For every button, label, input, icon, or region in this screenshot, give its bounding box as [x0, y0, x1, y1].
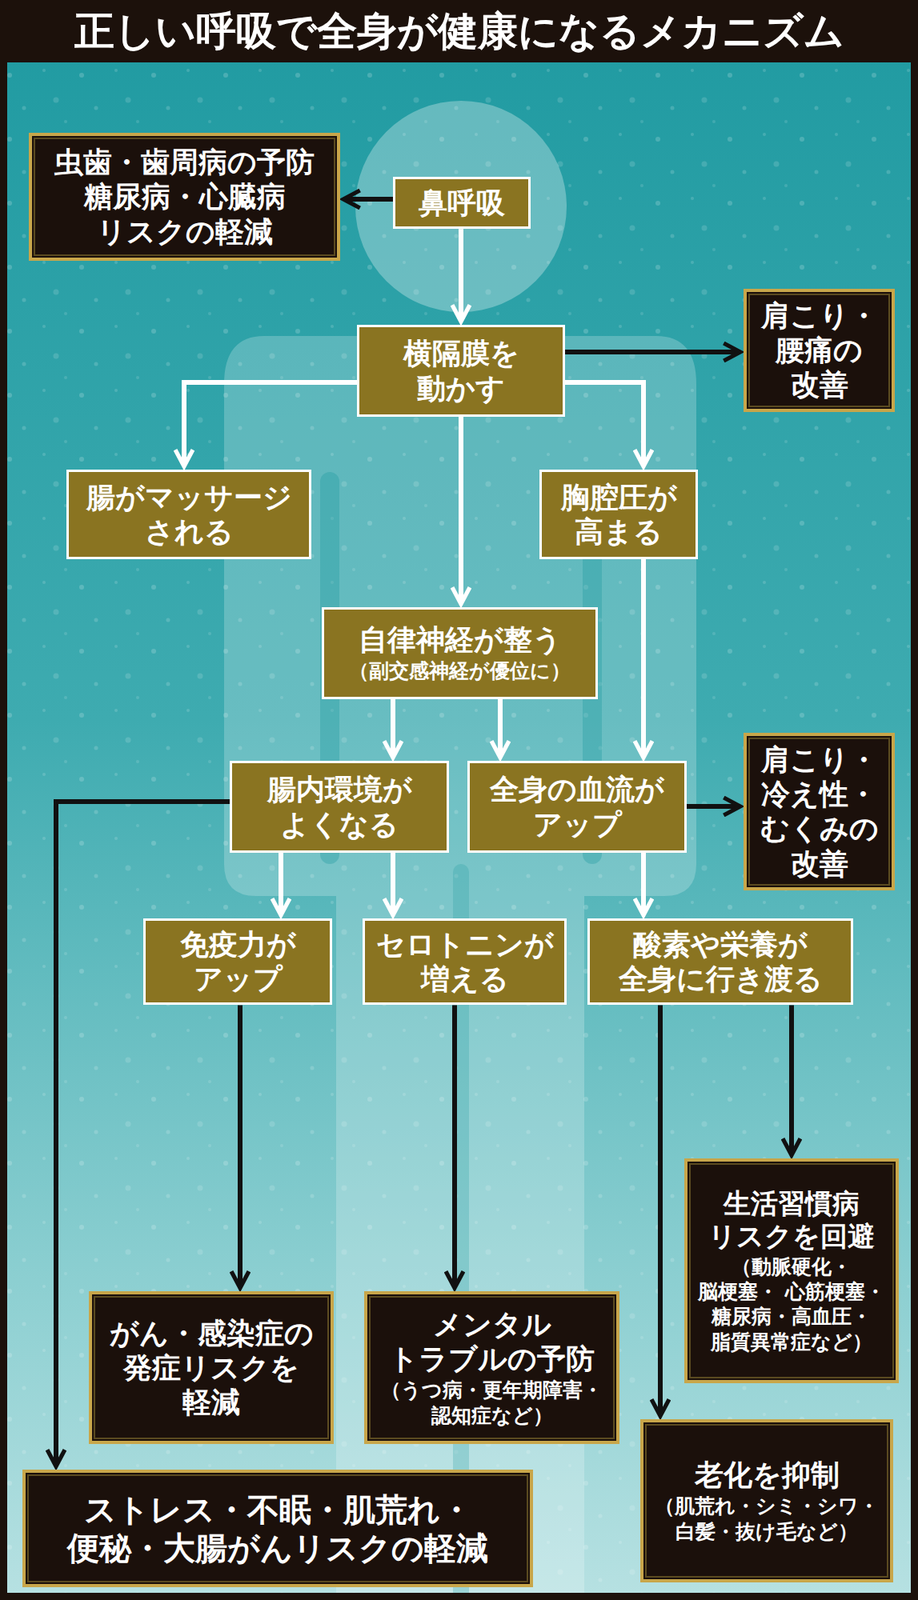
effect-arrow	[343, 196, 393, 202]
box-label: 生活習慣病 リスクを回避	[695, 1187, 888, 1254]
box-label: セロトニンが 増える	[372, 927, 557, 997]
process-box: 免疫力が アップ	[143, 918, 333, 1006]
effect-arrow	[789, 1005, 794, 1156]
effect-arrow	[686, 804, 741, 810]
process-box: 腸内環境が よくなる	[229, 761, 449, 854]
flow-arrow	[390, 699, 396, 758]
box-label: 鼻呼吸	[418, 185, 506, 221]
flow-arrow	[641, 559, 646, 758]
box-note: （動脈硬化・ 脳梗塞・ 心筋梗塞・ 糖尿病・高血圧・ 脂質異常症など）	[695, 1254, 888, 1355]
process-box: 自律神経が整う（副交感神経が優位に）	[321, 607, 598, 700]
process-box: 腸がマッサージ される	[66, 469, 312, 560]
box-label: メンタル トラブルの予防	[375, 1307, 609, 1377]
flow-arrow	[565, 382, 644, 467]
box-label: 腸内環境が よくなる	[240, 772, 439, 842]
box-label: 老化を抑制	[694, 1458, 840, 1493]
box-label: 肩こり・ 冷え性・ むくみの 改善	[754, 742, 884, 882]
process-box: セロトニンが 増える	[362, 918, 567, 1006]
box-label: 全身の血流が アップ	[477, 772, 677, 842]
box-note: （副交感神経が優位に）	[348, 658, 571, 684]
result-box: 生活習慣病 リスクを回避（動脈硬化・ 脳梗塞・ 心筋梗塞・ 糖尿病・高血圧・ 脂…	[684, 1158, 899, 1384]
result-box: メンタル トラブルの予防（うつ病・更年期障害・ 認知症など）	[364, 1291, 620, 1445]
process-box: 全身の血流が アップ	[467, 761, 687, 854]
effect-arrow	[657, 1005, 663, 1417]
box-label: 横隔膜を 動かす	[367, 336, 555, 405]
flow-arrow	[278, 853, 284, 916]
flow-arrow	[458, 228, 464, 322]
box-label: 自律神経が整う	[358, 622, 562, 658]
title-band: 正しい呼吸で全身が健康になるメカニズム	[0, 0, 918, 63]
effect-arrow	[565, 349, 741, 355]
box-note: （うつ病・更年期障害・ 認知症など）	[375, 1378, 609, 1429]
process-box: 鼻呼吸	[392, 176, 531, 229]
result-box: 虫歯・歯周病の予防 糖尿病・心臓病 リスクの軽減	[28, 132, 341, 261]
flow-arrow	[390, 853, 396, 916]
box-label: 酸素や栄養が 全身に行き渡る	[597, 927, 843, 997]
effect-arrow	[452, 1005, 457, 1289]
process-box: 横隔膜を 動かす	[356, 324, 566, 417]
effect-arrow	[237, 1005, 243, 1289]
process-box: 酸素や栄養が 全身に行き渡る	[587, 918, 854, 1006]
flow-arrow	[497, 699, 503, 758]
box-note: （肌荒れ・シミ・シワ・ 白髪・抜け毛など）	[651, 1494, 882, 1545]
result-box: 肩こり・ 腰痛の 改善	[743, 288, 895, 413]
box-label: 胸腔圧が 高まる	[549, 480, 688, 550]
box-label: 虫歯・歯周病の予防 糖尿病・心臓病 リスクの軽減	[40, 144, 329, 249]
result-box: がん・感染症の 発症リスクを 軽減	[88, 1291, 334, 1445]
diagram-title: 正しい呼吸で全身が健康になるメカニズム	[74, 9, 845, 54]
box-label: ストレス・不眠・肌荒れ・ 便秘・大腸がんリスクの軽減	[33, 1491, 522, 1568]
flow-arrow	[184, 382, 357, 467]
box-label: 肩こり・ 腰痛の 改善	[754, 298, 884, 403]
box-label: がん・感染症の 発症リスクを 軽減	[100, 1316, 323, 1421]
flow-arrow	[641, 853, 646, 916]
process-box: 胸腔圧が 高まる	[539, 469, 698, 560]
box-label: 免疫力が アップ	[153, 927, 322, 997]
result-box: 老化を抑制（肌荒れ・シミ・シワ・ 白髪・抜け毛など）	[640, 1419, 894, 1584]
result-box: ストレス・不眠・肌荒れ・ 便秘・大腸がんリスクの軽減	[22, 1470, 534, 1588]
flow-arrow	[458, 416, 464, 605]
result-box: 肩こり・ 冷え性・ むくみの 改善	[743, 733, 895, 891]
box-label: 腸がマッサージ される	[76, 480, 301, 550]
